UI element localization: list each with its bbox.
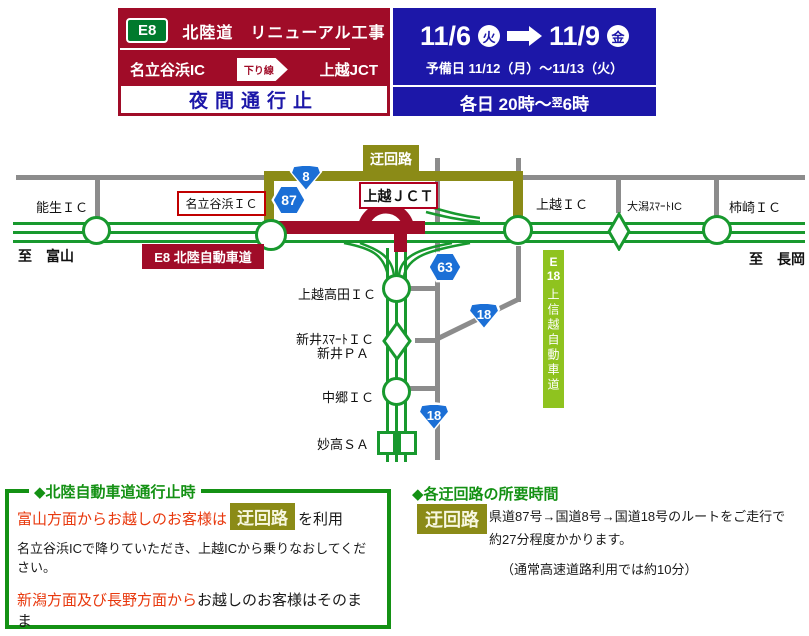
kakizaki-ic-symbol — [702, 215, 732, 245]
closed-section-bar — [267, 221, 425, 234]
end-date: 11/9 — [549, 20, 601, 51]
arai-ic-stub-road — [415, 338, 437, 343]
e8-route-badge: E8 — [126, 18, 169, 43]
header-date-panel: 11/6 火 11/9 金 予備日 11/12（月）～11/13（火） 各日 2… — [393, 8, 656, 116]
detour-route-left-leg — [264, 171, 274, 223]
header-divider-line — [120, 48, 350, 50]
left-note-title: ◆北陸自動車道通行止時 — [29, 481, 201, 502]
national-route-18-badge-lower: 18 — [417, 402, 451, 431]
kakizaki-ic-label: 柿崎ＩＣ — [729, 200, 782, 215]
to-toyama-label: 至 富山 — [18, 248, 74, 264]
right-note-title: ◆各迂回路の所要時間 — [412, 486, 559, 503]
ogata-smart-ic-symbol — [607, 212, 631, 251]
right-note-line3: （通常高速道路利用では約10分） — [501, 561, 698, 577]
e18-joshinetsu-badge: E 18 上信越自動車道 — [543, 250, 564, 408]
joetsu-takada-ic-label: 上越高田ＩＣ — [298, 287, 377, 302]
detour-time-text: 県道87号→国道8号→国道18号のルートをご走行で 約27分程度かかります。 （… — [489, 506, 799, 581]
header-divider-line — [393, 85, 656, 87]
takada-ic-stub-road — [407, 286, 437, 291]
joetsu-ic-symbol — [503, 215, 533, 245]
start-day-circle: 火 — [478, 25, 500, 47]
left-note-body: 富山方面からお越しのお客様は迂回路を利用 名立谷浜ICで降りていただき、上越IC… — [9, 493, 387, 636]
joetsu-ic-road-lower — [516, 246, 521, 302]
joetsu-ic-label: 上越ＩＣ — [536, 197, 589, 212]
start-date: 11/6 — [419, 20, 471, 51]
myoko-sa-symbol-left — [377, 431, 396, 455]
detour-inline-badge: 迂回路 — [230, 503, 296, 530]
hokuriku-closure-note-box: ◆北陸自動車道通行止時 富山方面からお越しのお客様は迂回路を利用 名立谷浜ICで… — [5, 481, 391, 630]
header-route-row: E8 北陸道 リニューアル工事 — [118, 8, 390, 46]
construction-title: 北陸道 リニューアル工事 — [182, 24, 386, 42]
arai-smart-ic-label: 新井ｽﾏｰﾄＩＣ — [296, 332, 375, 347]
section-from-label: 名立谷浜IC — [130, 62, 206, 79]
hokuriku-expressway-label-box: E8 北陸自動車道 — [142, 244, 264, 269]
date-arrow-icon — [507, 26, 542, 46]
closure-type-strip: 夜間通行止 — [121, 86, 387, 113]
detour-map-label: 迂回路 — [363, 145, 419, 172]
myoko-sa-label: 妙高ＳＡ — [317, 437, 370, 452]
detour-route-right-leg — [513, 171, 523, 231]
joetsu-ic-road-upper — [516, 158, 521, 174]
left-note-line1: 富山方面からお越しのお客様は迂回路を利用 — [17, 503, 377, 530]
nou-ic-access-road — [95, 180, 100, 220]
joetsu-takada-ic-symbol — [382, 274, 411, 303]
next-day-sup: 翌 — [551, 97, 563, 109]
nakago-ic-label: 中郷ＩＣ — [322, 390, 375, 405]
ogata-smart-ic-label: 大潟ｽﾏｰﾄIC — [627, 201, 682, 213]
down-line-arrow-tag: 下り線 — [236, 58, 288, 81]
myoko-sa-symbol-right — [398, 431, 417, 455]
arai-smart-ic-symbol — [382, 321, 412, 361]
joetsu-jct-label-box: 上越ＪＣＴ — [359, 182, 438, 209]
reserve-days-label: 予備日 11/12（月）～11/13（火） — [425, 61, 624, 76]
nou-ic-label: 能生ＩＣ — [36, 200, 89, 215]
closure-ramp-stub — [394, 234, 407, 252]
detour-time-badge: 迂回路 — [417, 504, 487, 534]
end-day-circle: 金 — [607, 25, 630, 47]
closure-bridge-arc — [357, 202, 415, 232]
right-note-line2: 約27分程度かかります。 — [489, 531, 633, 547]
left-note-line3: 新潟方面及び長野方面からお越しのお客様はそのまま — [17, 592, 363, 630]
ogata-access-road — [616, 180, 621, 213]
header-closure-panel: E8 北陸道 リニューアル工事 名立谷浜IC 下り線 上越JCT 夜間通行止 — [118, 8, 390, 116]
date-range-row: 11/6 火 11/9 金 — [393, 8, 656, 54]
nou-ic-symbol — [82, 216, 111, 245]
closure-section-row: 名立谷浜IC 下り線 上越JCT — [118, 50, 390, 81]
nakago-ic-symbol — [382, 377, 411, 406]
pref-route-87-badge: 87 — [271, 184, 307, 216]
arai-pa-label: 新井ＰＡ — [317, 346, 370, 361]
national-route-18-badge-upper: 18 — [467, 301, 501, 330]
left-note-line2: 名立谷浜ICで降りていただき、上越ICから乗りなおしてください。 — [17, 541, 367, 575]
to-nagaoka-label: 至 長岡 — [749, 251, 805, 267]
route63-vertical-road — [435, 158, 440, 460]
kakizaki-access-road — [714, 180, 719, 217]
detour-route-horizontal — [266, 171, 521, 181]
closure-type-label: 夜間通行止 — [188, 91, 319, 112]
joshinetsu-expressway-name: 上信越自動車道 — [546, 288, 560, 393]
pref-route-63-badge: 63 — [427, 251, 463, 283]
section-to-label: 上越JCT — [319, 62, 378, 79]
right-note-line1: 県道87号→国道8号→国道18号のルートをご走行で — [489, 509, 786, 524]
nakago-ic-stub-road — [407, 386, 437, 391]
nadachi-ic-label-box: 名立谷浜ＩＣ — [177, 191, 266, 216]
